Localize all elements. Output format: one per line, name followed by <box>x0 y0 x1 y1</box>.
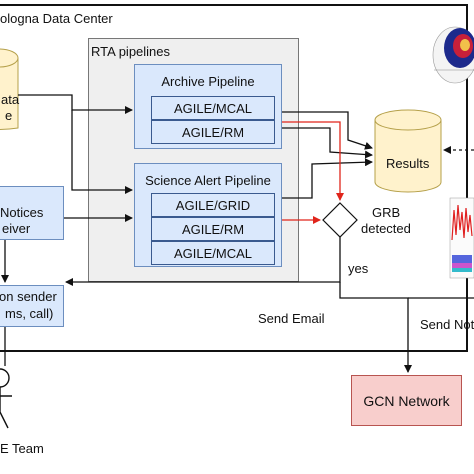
light-curve-thumbnail <box>449 197 474 279</box>
results-cylinder <box>374 109 442 193</box>
sky-map-thumbnail <box>432 26 474 84</box>
team-person-icon <box>0 368 12 429</box>
notification-sender-line-1: on sender <box>0 289 57 304</box>
rta-pipelines-title: RTA pipelines <box>91 44 171 59</box>
grb-decision-diamond <box>322 202 358 238</box>
results-label: Results <box>386 156 430 171</box>
data-store-cylinder <box>0 48 19 130</box>
grb-label-line-2: detected <box>361 221 411 236</box>
notification-sender-line-2: ms, call) <box>5 306 54 321</box>
data-store-line-1: ata <box>1 92 20 107</box>
science-item-rm: AGILE/RM <box>151 217 275 241</box>
send-email-label: Send Email <box>258 311 325 326</box>
science-item-mcal: AGILE/MCAL <box>151 241 275 265</box>
data-center-title: ologna Data Center <box>0 11 113 26</box>
grb-label-line-1: GRB <box>372 205 401 220</box>
archive-pipeline-title: Archive Pipeline <box>161 74 255 89</box>
yes-label: yes <box>348 261 369 276</box>
team-label: E Team <box>0 441 44 456</box>
science-item-grid: AGILE/GRID <box>151 193 275 217</box>
science-alert-pipeline-title: Science Alert Pipeline <box>145 173 271 188</box>
notices-receiver-line-1: Notices <box>0 205 44 220</box>
notification-sender-box <box>0 285 64 327</box>
data-store-line-2: e <box>5 108 13 123</box>
notices-receiver-box <box>0 186 64 240</box>
send-notice-label: Send Not <box>420 317 474 332</box>
gcn-network-box: GCN Network <box>351 375 462 426</box>
data-center-frame <box>0 4 468 352</box>
archive-item-mcal: AGILE/MCAL <box>151 96 275 120</box>
notices-receiver-line-2: eiver <box>2 221 31 236</box>
archive-item-rm: AGILE/RM <box>151 120 275 144</box>
